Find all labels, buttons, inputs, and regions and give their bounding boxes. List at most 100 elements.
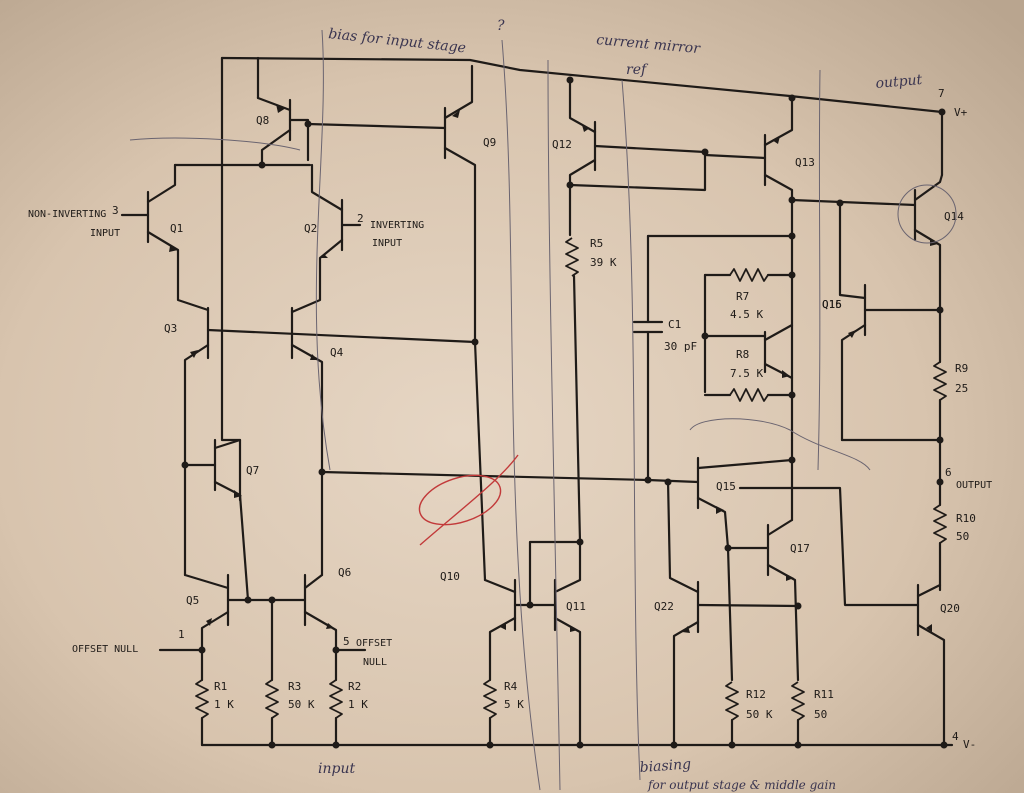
label-q4: Q4: [330, 346, 344, 359]
resistor-r4: R4 5 K: [483, 679, 524, 747]
offset-null-1-label: OFFSET NULL: [72, 644, 138, 655]
label-q11: Q11: [566, 600, 586, 613]
junction-dot: [788, 271, 796, 279]
label-r11: R11: [814, 688, 834, 701]
junction-dot: [938, 108, 946, 116]
resistor-r12: R12 50 K: [725, 681, 773, 747]
junction-dot: [332, 646, 340, 654]
capacitor-c1: C1 30 pF: [632, 234, 794, 482]
resistor-r3: R3 50 K: [265, 679, 315, 747]
pin-5-label: 5: [343, 635, 350, 648]
vplus-label: V+: [954, 106, 968, 119]
transistor-q10: Q10: [440, 570, 557, 682]
transistor-q17: Q17: [726, 518, 810, 682]
label-q1: Q1: [170, 222, 183, 235]
value-r5: 39 K: [590, 256, 617, 269]
resistor-r1: R1 1 K: [195, 679, 234, 747]
junction-dot: [318, 468, 326, 476]
r12-top-wire: [726, 546, 734, 682]
pin-7-label: 7: [938, 87, 945, 100]
transistor-q13: Q13: [703, 94, 815, 202]
label-q15-output: Q15: [822, 298, 842, 311]
note-input: input: [318, 761, 355, 777]
label-q8: Q8: [256, 114, 269, 127]
pin-1-label: 1: [178, 628, 185, 641]
noninverting-label: NON-INVERTING: [28, 209, 106, 220]
label-q17: Q17: [790, 542, 810, 555]
value-r4: 5 K: [504, 698, 524, 711]
inverting-label: INVERTING: [370, 220, 424, 231]
bias-line-left: [220, 56, 242, 502]
junction-dot: [788, 94, 796, 102]
transistor-q11: Q11: [553, 540, 586, 747]
junction-dot: [566, 181, 574, 189]
pencil-stroke: [547, 59, 561, 791]
transistor-q9: Q9: [443, 64, 496, 344]
label-q16: Q16: [822, 298, 842, 311]
label-r5: R5: [590, 237, 603, 250]
offset-null-5-label-2: NULL: [363, 657, 387, 668]
label-q6: Q6: [338, 566, 351, 579]
junction-dot: [788, 232, 796, 240]
q9-to-q10-wire: [473, 340, 487, 582]
junction-dot: [940, 741, 948, 749]
q3-q4-base-wire: [206, 328, 477, 344]
junction-dot: [304, 120, 312, 128]
q8-q9-base-wire: [306, 122, 447, 130]
value-r12: 50 K: [746, 708, 773, 721]
q11-base-diode-wire: [528, 540, 582, 607]
label-r1: R1: [214, 680, 227, 693]
label-r3: R3: [288, 680, 301, 693]
label-r7: R7: [736, 290, 749, 303]
transistor-q3: Q3: [164, 306, 210, 577]
red-ink-scribble: [418, 454, 519, 546]
pencil-stroke: [129, 137, 301, 151]
pencil-stroke: [501, 39, 541, 791]
q15-emitter-to-q20-wire: [738, 486, 920, 607]
label-q13: Q13: [795, 156, 815, 169]
output-label: OUTPUT: [956, 480, 992, 491]
q14-base-wire: [790, 198, 917, 207]
pin-3-label: 3: [112, 204, 119, 217]
note-current-mirror-ref: ref: [626, 62, 649, 78]
label-q20: Q20: [940, 602, 960, 615]
junction-dot: [728, 741, 736, 749]
transistor-q16: Q16: [703, 298, 842, 394]
transistor-q2: Q2: [290, 163, 362, 314]
transistor-q7: Q7: [183, 438, 259, 602]
pencil-stroke: [817, 69, 821, 471]
value-c1: 30 pF: [664, 340, 697, 353]
note-output: output: [875, 72, 923, 92]
value-r9: 25: [955, 382, 968, 395]
label-q15: Q15: [716, 480, 736, 493]
transistor-q6: Q6: [303, 566, 351, 682]
junction-dot: [181, 461, 189, 469]
pin-6-label: 6: [945, 466, 952, 479]
value-r7: 4.5 K: [730, 308, 763, 321]
junction-dot: [198, 646, 206, 654]
junction-dot: [788, 391, 796, 399]
transistor-q12: Q12: [552, 76, 707, 237]
pin-2-label: 2: [357, 212, 364, 225]
junction-dot: [670, 741, 678, 749]
transistor-q8: Q8: [256, 96, 310, 167]
label-q9: Q9: [483, 136, 496, 149]
value-r10: 50: [956, 530, 969, 543]
resistor-r11: R11 50: [791, 681, 834, 747]
label-q3: Q3: [164, 322, 177, 335]
junction-dot: [701, 148, 709, 156]
transistor-q15: Q15: [646, 456, 794, 550]
value-r8: 7.5 K: [730, 367, 763, 380]
junction-dot: [486, 741, 494, 749]
q12-diode-wire: [568, 150, 707, 192]
transistor-q15-output: Q15: [822, 201, 942, 442]
vplus-rail: [220, 56, 944, 177]
junction-dot: [258, 161, 266, 169]
transistor-q22: Q22: [654, 478, 800, 747]
label-q2: Q2: [304, 222, 317, 235]
transistor-q20: Q20: [916, 583, 960, 747]
value-r2: 1 K: [348, 698, 368, 711]
pencil-stroke: [315, 29, 331, 471]
